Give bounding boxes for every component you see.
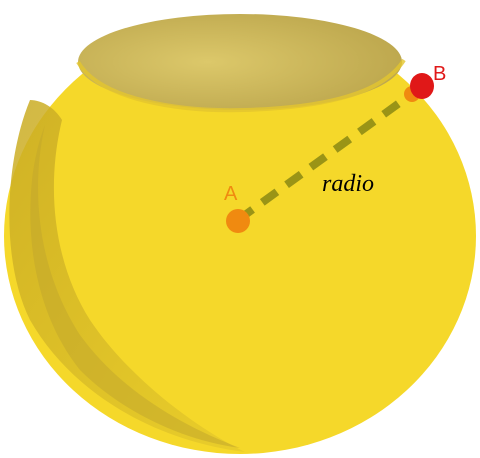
radius-line [235,84,423,224]
sphere-body [4,18,476,454]
sphere-shadow [9,100,245,452]
sphere-opening-rim [76,58,406,113]
sphere-shadow-inner [30,125,241,448]
center-label: A [224,183,238,205]
surface-label: B [433,63,446,85]
center-point [226,209,250,233]
radius-label: radio [322,171,374,197]
surface-point [410,73,434,99]
sphere-opening [78,14,402,110]
